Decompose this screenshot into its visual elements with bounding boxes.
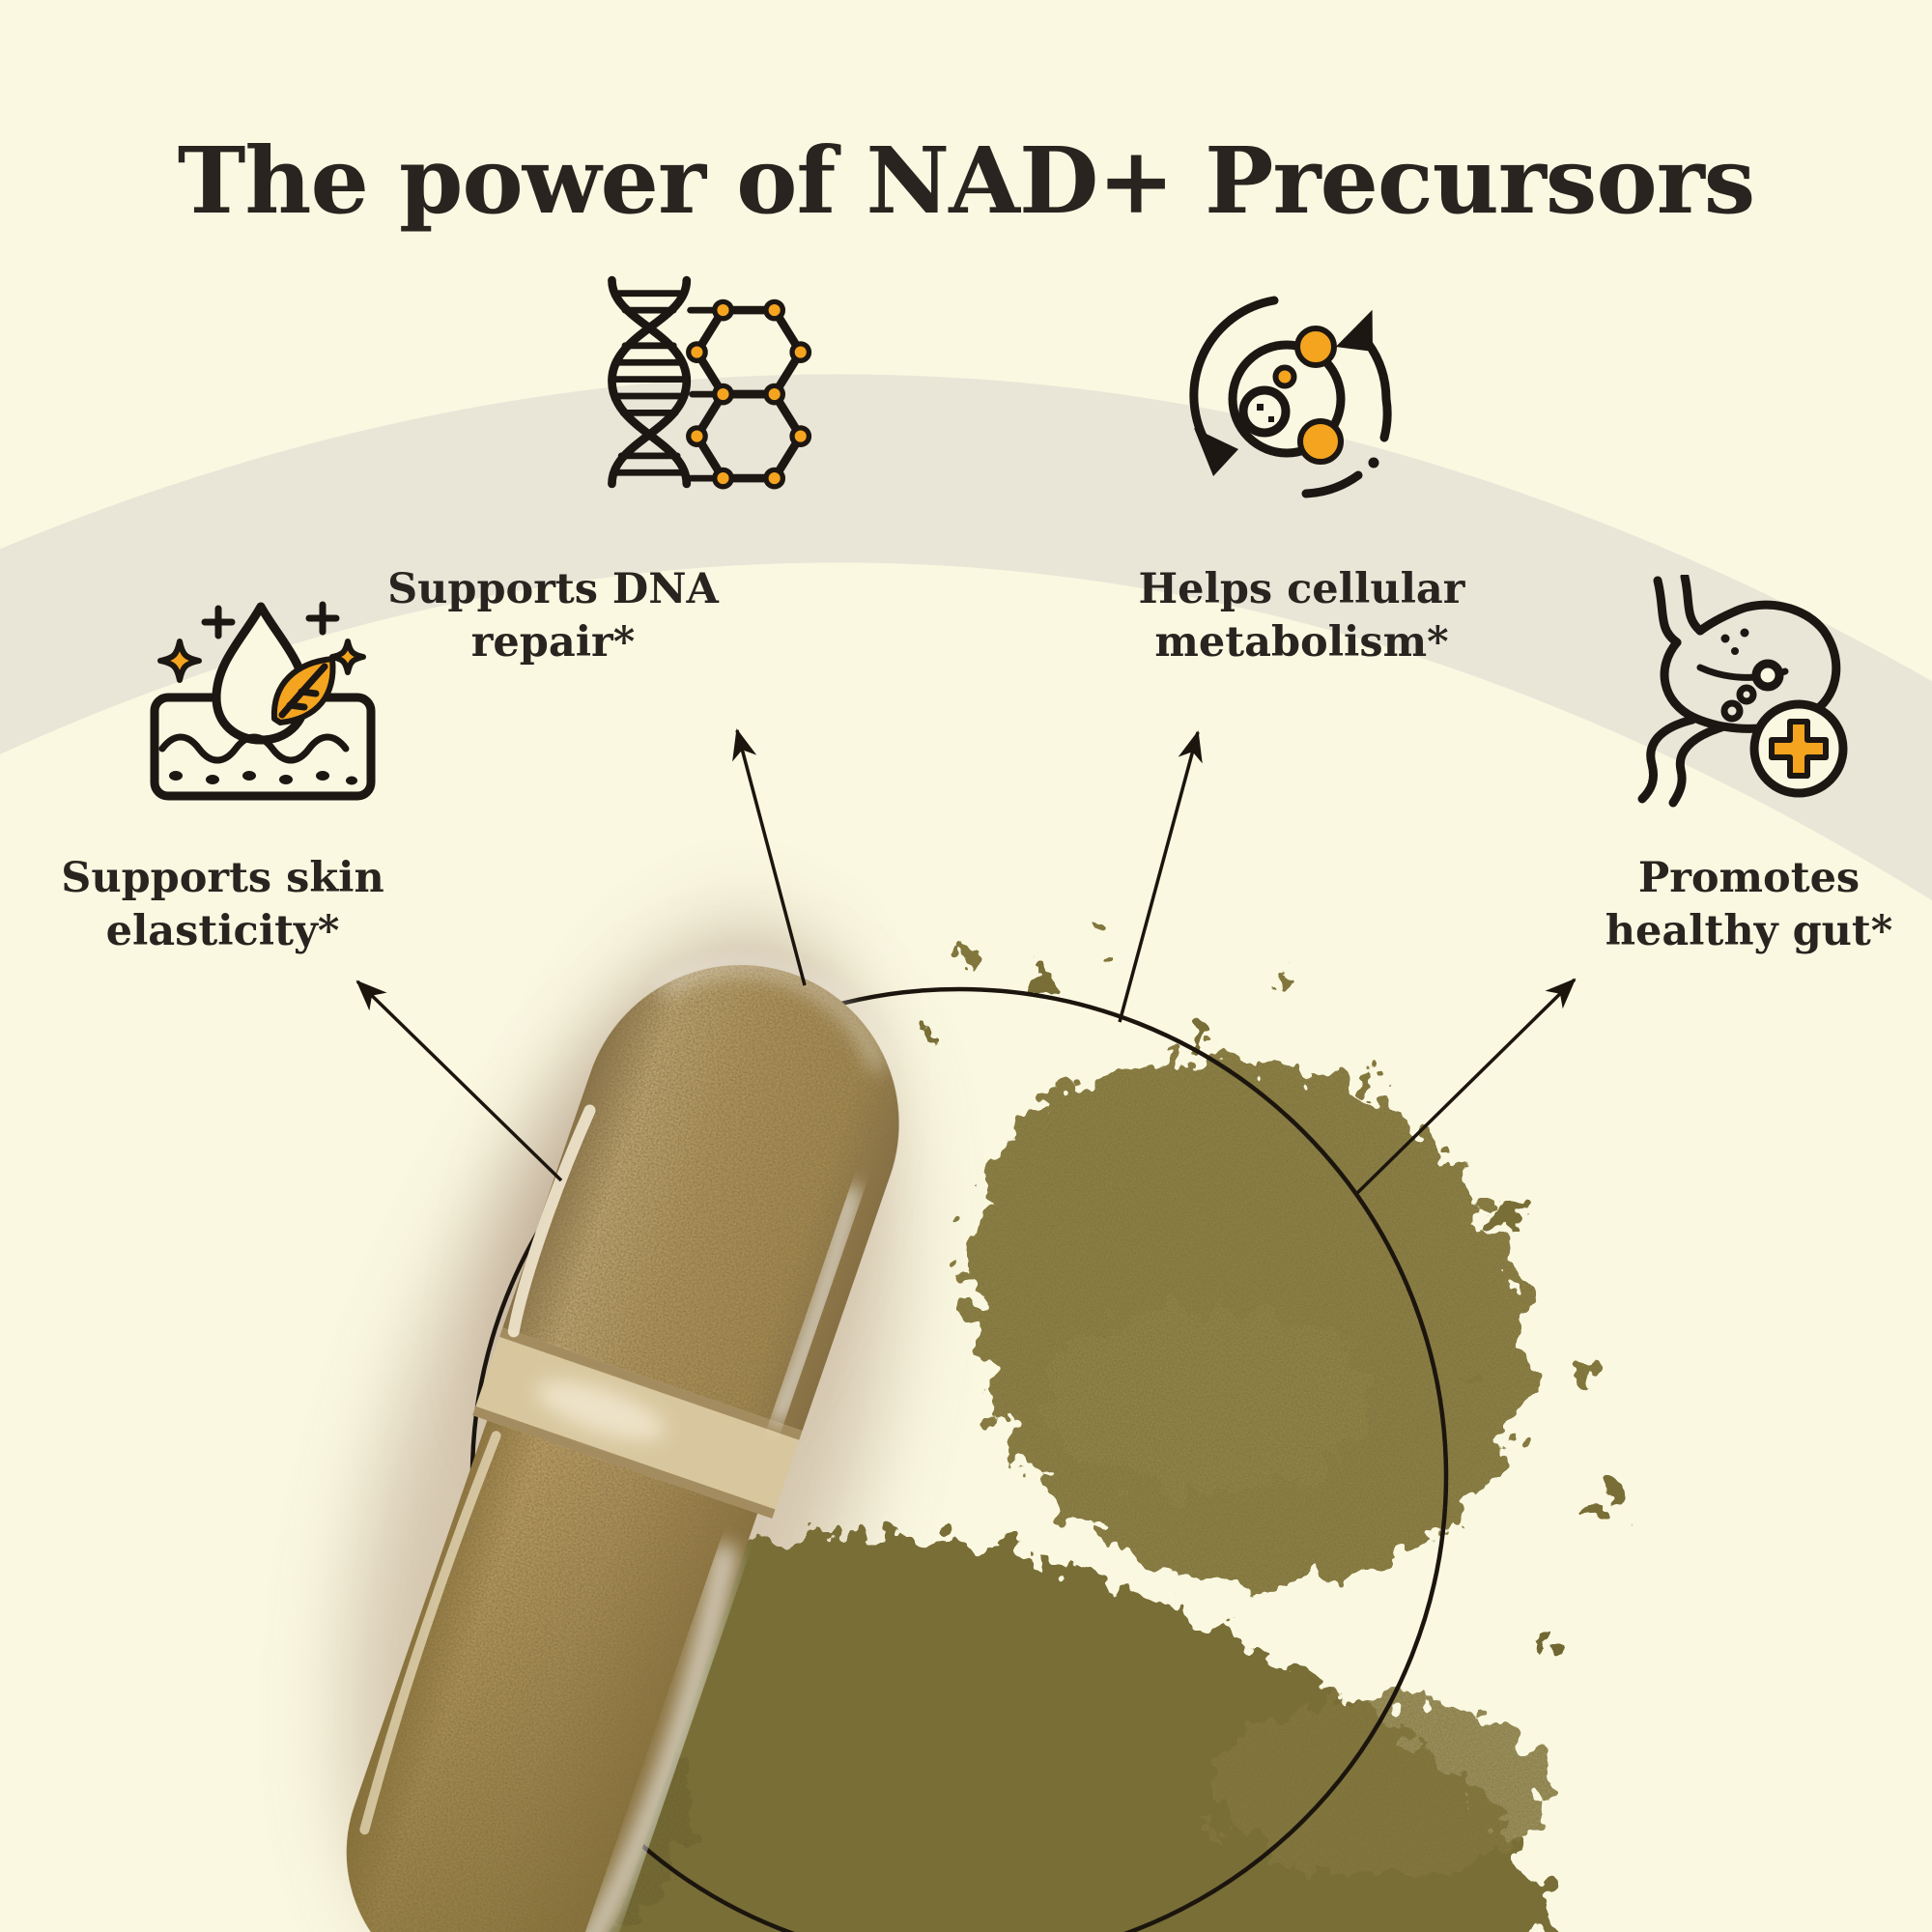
skin-elasticity-icon: [150, 601, 376, 801]
arrow-to-gut-label: [1353, 978, 1577, 1197]
capsule-photo: [346, 960, 899, 1932]
cell-metabolism-icon: [1189, 296, 1392, 498]
callout-arrows: [355, 728, 1577, 1197]
benefit-label-line: healthy gut*: [1605, 907, 1893, 956]
benefit-label-gut: Promotes healthy gut*: [1553, 852, 1932, 958]
dna-repair-icon: [608, 275, 812, 490]
page-title: The power of NAD+ Precursors: [177, 127, 1756, 235]
benefit-label-line: Promotes: [1637, 854, 1861, 902]
benefit-label-line: elasticity*: [105, 907, 340, 956]
benefit-label-metabolism: Helps cellular metabolism*: [1106, 563, 1497, 669]
benefit-label-line: repair*: [470, 618, 636, 668]
benefit-label-dna: Supports DNA repair*: [357, 563, 749, 669]
healthy-gut-icon: [1637, 575, 1848, 808]
powder-pile: [376, 940, 1616, 1932]
arrow-to-metabolism-label: [1118, 730, 1203, 1023]
arrow-to-skin-label: [355, 980, 563, 1182]
benefit-label-skin: Supports skin elasticity*: [27, 852, 418, 958]
benefit-label-line: Helps cellular: [1138, 565, 1465, 613]
benefit-label-line: Supports DNA: [387, 565, 719, 613]
arrow-to-dna-label: [732, 728, 807, 986]
benefit-label-line: Supports skin: [61, 854, 384, 902]
benefit-label-line: metabolism*: [1154, 618, 1449, 668]
